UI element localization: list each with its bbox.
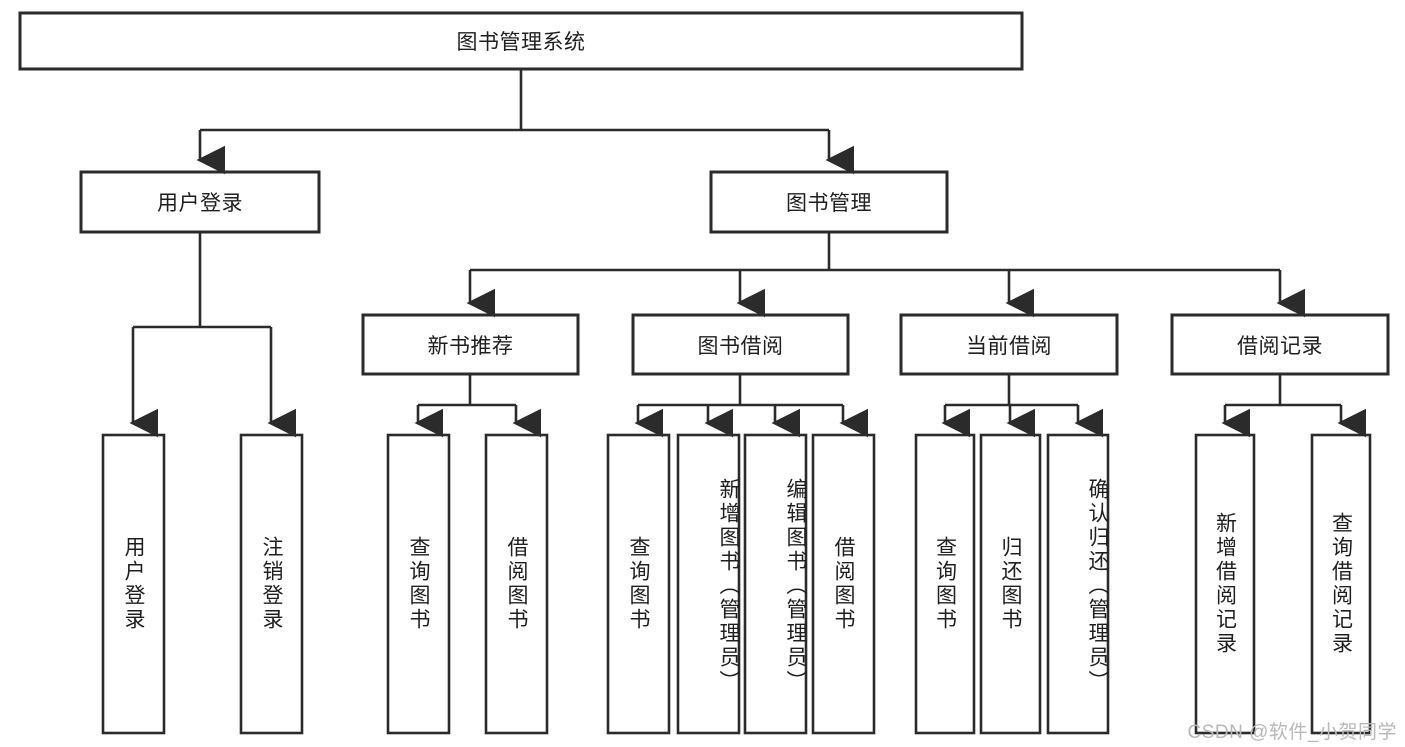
box-book-borrow[interactable] (631, 313, 850, 376)
csdn-watermark: CSDN @软件_小贺同学 (1187, 722, 1397, 743)
box-leaf-return-book[interactable] (979, 433, 1042, 735)
box-new-book-recommend[interactable] (361, 313, 580, 376)
box-user-login[interactable] (79, 170, 321, 234)
connectors-user-login-children (129, 232, 297, 438)
box-leaf-add-borrow-record[interactable] (1194, 433, 1256, 735)
box-root[interactable] (18, 11, 1024, 71)
box-leaf-query-book-current[interactable] (914, 433, 976, 735)
box-current-borrow[interactable] (899, 313, 1119, 376)
box-leaf-query-book-recommend[interactable] (386, 433, 451, 735)
connectors-book-management-children (466, 232, 1306, 318)
connectors-current-borrow-children (941, 374, 1104, 438)
box-leaf-edit-book-admin[interactable] (743, 433, 808, 735)
box-leaf-user-login[interactable] (101, 433, 166, 735)
box-leaf-query-book-borrow[interactable] (606, 433, 671, 735)
box-leaf-query-borrow-record[interactable] (1310, 433, 1372, 735)
node-boxes (18, 11, 1390, 735)
box-leaf-add-book-admin[interactable] (676, 433, 741, 735)
connectors-new-book-recommend-children (414, 374, 542, 438)
box-leaf-confirm-return-admin[interactable] (1046, 433, 1110, 735)
box-leaf-borrow-book-recommend[interactable] (484, 433, 549, 735)
connectors-book-borrow-children (634, 374, 869, 438)
box-borrow-record[interactable] (1170, 313, 1390, 376)
connectors-borrow-record-children (1221, 374, 1367, 438)
box-leaf-logout-login[interactable] (239, 433, 304, 735)
connectors-root-level2 (196, 69, 855, 175)
box-leaf-borrow-book[interactable] (811, 433, 876, 735)
box-book-management[interactable] (709, 170, 949, 234)
